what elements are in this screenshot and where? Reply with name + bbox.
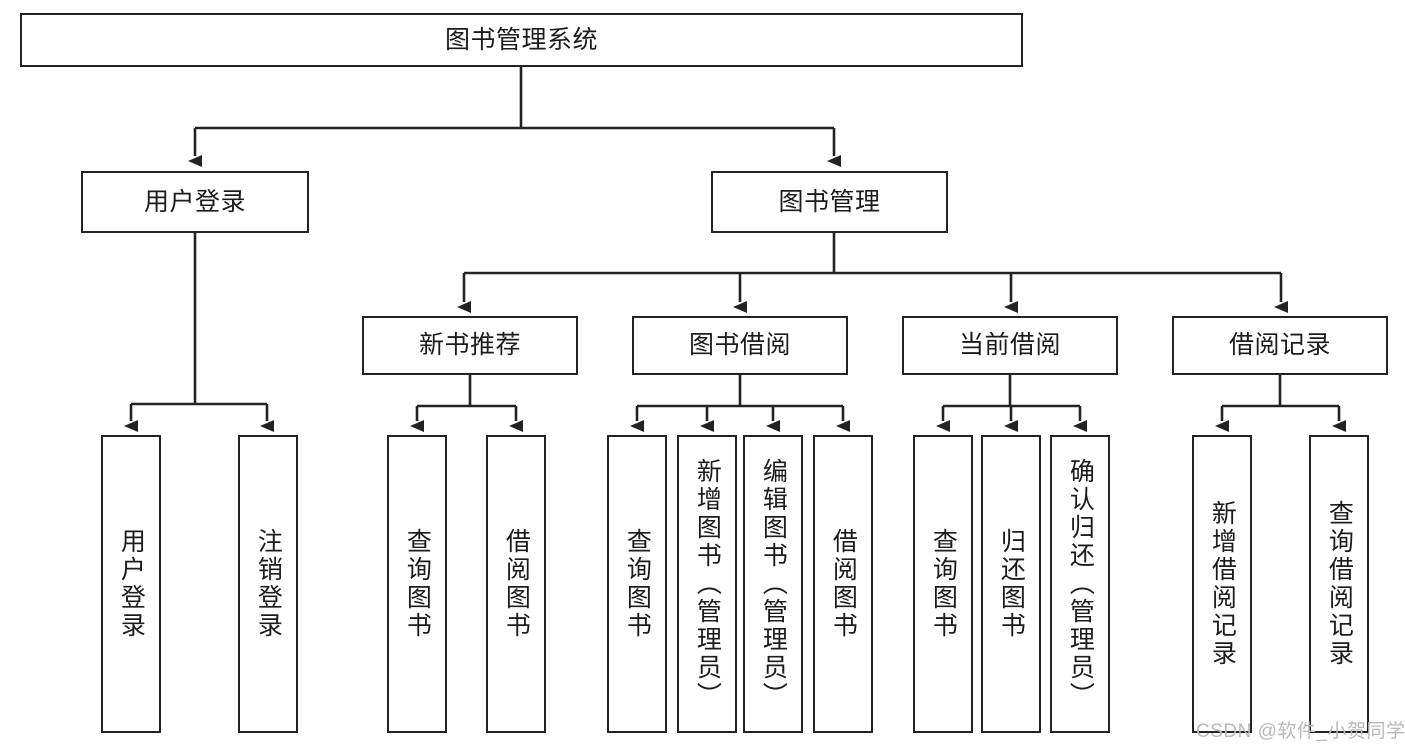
- leaf-user-login-label: 用户登录: [117, 528, 146, 640]
- node-book-management-label: 图书管理: [778, 187, 881, 216]
- leaf-query-book-a[interactable]: 查询图书: [387, 435, 447, 733]
- leaf-borrow-book-a-label: 借阅图书: [502, 528, 531, 640]
- leaf-logout-label: 注销登录: [254, 528, 283, 640]
- csdn-watermark: CSDN @软件_小贺同学: [1196, 721, 1405, 742]
- node-new-book-recommend-label: 新书推荐: [418, 331, 521, 360]
- node-root[interactable]: 图书管理系统: [20, 13, 1023, 67]
- leaf-borrow-book-a[interactable]: 借阅图书: [486, 435, 546, 733]
- node-book-borrow-label: 图书借阅: [688, 331, 791, 360]
- leaf-edit-book[interactable]: 编辑图书（管理员）: [743, 435, 803, 733]
- node-borrow-record[interactable]: 借阅记录: [1172, 316, 1388, 375]
- node-book-management[interactable]: 图书管理: [711, 171, 948, 233]
- leaf-query-book-b[interactable]: 查询图书: [607, 435, 667, 733]
- leaf-user-login[interactable]: 用户登录: [101, 435, 161, 733]
- node-user-login-label: 用户登录: [143, 187, 246, 216]
- node-current-borrow-label: 当前借阅: [958, 331, 1061, 360]
- leaf-add-book[interactable]: 新增图书（管理员）: [677, 435, 737, 733]
- node-new-book-recommend[interactable]: 新书推荐: [362, 316, 578, 375]
- node-borrow-record-label: 借阅记录: [1228, 331, 1331, 360]
- leaf-borrow-book-b-label: 借阅图书: [829, 528, 858, 640]
- leaf-add-record[interactable]: 新增借阅记录: [1192, 435, 1252, 733]
- leaf-logout[interactable]: 注销登录: [238, 435, 298, 733]
- leaf-query-book-a-label: 查询图书: [403, 528, 432, 640]
- node-current-borrow[interactable]: 当前借阅: [902, 316, 1118, 375]
- leaf-borrow-book-b[interactable]: 借阅图书: [813, 435, 873, 733]
- leaf-return-book-label: 归还图书: [997, 528, 1026, 640]
- node-user-login[interactable]: 用户登录: [81, 171, 309, 233]
- leaf-query-book-b-label: 查询图书: [623, 528, 652, 640]
- node-root-label: 图书管理系统: [444, 25, 598, 54]
- leaf-query-record[interactable]: 查询借阅记录: [1309, 435, 1369, 733]
- leaf-query-record-label: 查询借阅记录: [1325, 500, 1354, 668]
- node-book-borrow[interactable]: 图书借阅: [632, 316, 848, 375]
- leaf-add-record-label: 新增借阅记录: [1208, 500, 1237, 668]
- leaf-confirm-return[interactable]: 确认归还（管理员）: [1050, 435, 1110, 733]
- leaf-return-book[interactable]: 归还图书: [981, 435, 1041, 733]
- leaf-edit-book-label: 编辑图书（管理员）: [759, 458, 788, 710]
- leaf-add-book-label: 新增图书（管理员）: [693, 458, 722, 710]
- leaf-query-book-c[interactable]: 查询图书: [913, 435, 973, 733]
- leaf-confirm-return-label: 确认归还（管理员）: [1066, 458, 1095, 710]
- leaf-query-book-c-label: 查询图书: [929, 528, 958, 640]
